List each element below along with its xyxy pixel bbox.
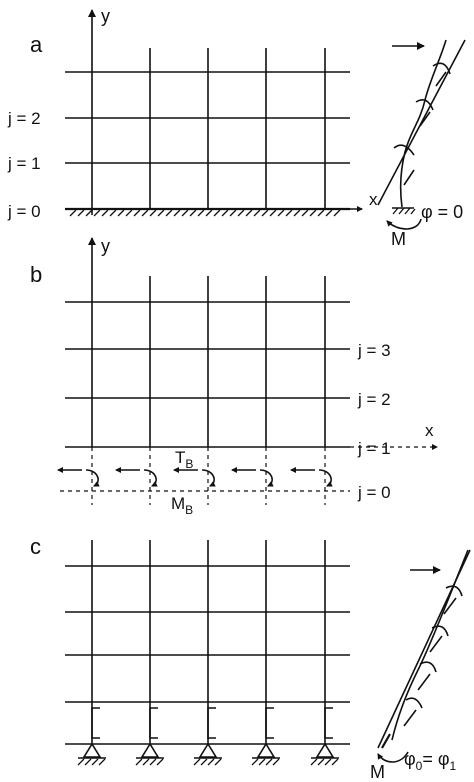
panel-b-y-label: y [101,236,110,256]
panel-b-row-label-1: j = 1 [357,439,391,458]
panel-b-force-label: TB [175,448,193,471]
panel-a-moment-arrow [386,218,422,230]
panel-b-label: b [30,262,42,287]
panel-a-x-label: x [369,190,378,209]
panel-c-moment-label: M [370,762,385,782]
panel-b-moment-label: MB [171,494,193,517]
panel-b-boundary-loads [57,467,333,487]
panel-a-y-label: y [101,6,110,26]
panel-a-deflection-sketch: M φ = 0 [377,39,466,249]
panel-a-row-label-2: j = 2 [7,109,41,128]
panel-a-row-label-1: j = 1 [7,154,41,173]
panel-b-x-label: x [425,421,434,440]
panel-c-deflection-sketch: M φ0= φ1 [370,549,471,782]
panel-c-rigid-blocks [91,707,333,739]
panel-c-pin-supports [77,742,339,766]
panel-c-label: c [30,534,41,559]
panel-b-row-label-2: j = 2 [357,390,391,409]
panel-a-ground-hatching [69,209,341,217]
panel-b: b y x j = 3 j = 2 j = 1 j = 0 [30,236,438,517]
panel-c-moment-arrow [377,751,409,763]
panel-c-boundary-label: φ0= φ1 [404,749,457,773]
panel-a-label: a [30,32,43,57]
panel-a: a y x j = 2 j = 1 j = 0 [7,6,466,249]
panel-b-row-label-3: j = 3 [357,341,391,360]
panel-a-moment-label: M [391,229,406,249]
panel-b-row-label-0: j = 0 [357,483,391,502]
panel-c: c [30,534,471,782]
panel-a-boundary-label: φ = 0 [421,202,463,222]
panel-a-row-label-0: j = 0 [7,202,41,221]
